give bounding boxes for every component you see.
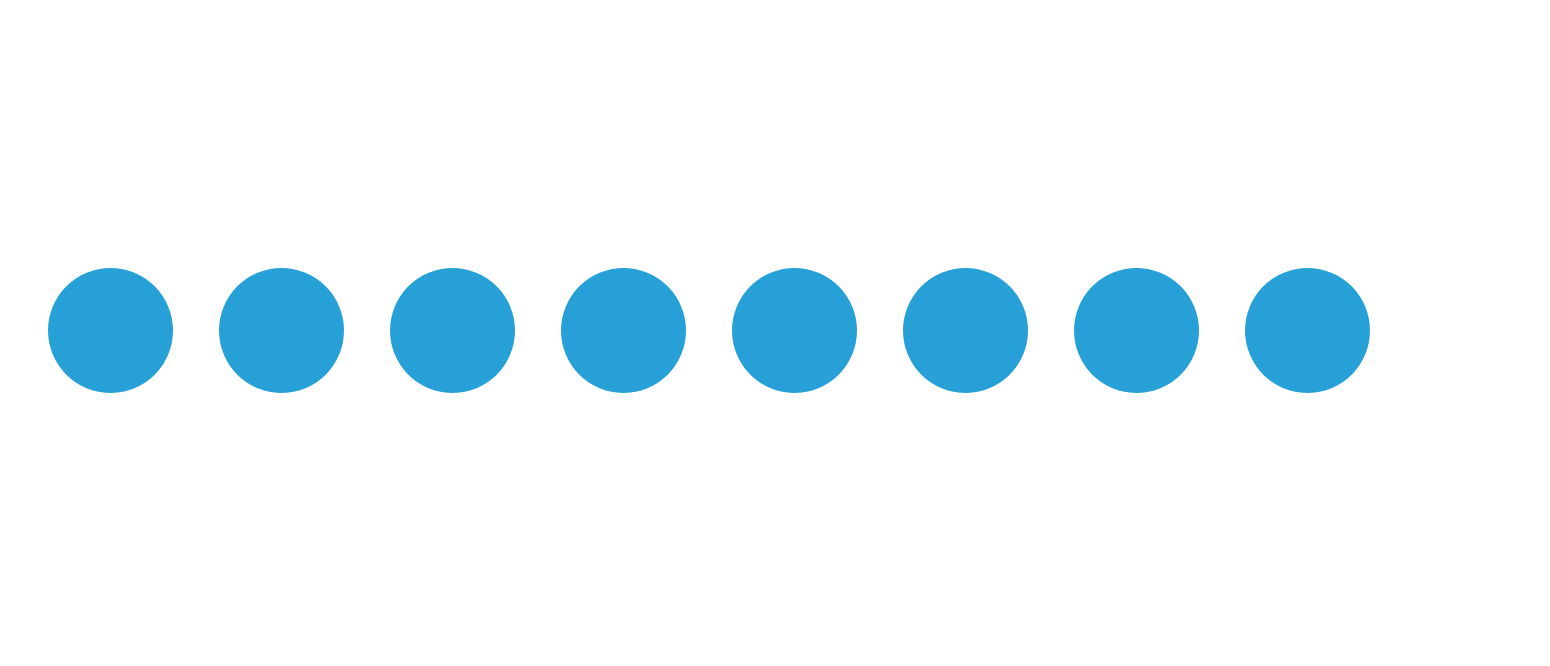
dot-loader (48, 268, 1370, 393)
loading-dot-icon (48, 268, 173, 393)
loading-dot-icon (561, 268, 686, 393)
loading-dot-icon (219, 268, 344, 393)
loading-dot-icon (732, 268, 857, 393)
loading-dot-icon (903, 268, 1028, 393)
loading-dot-icon (390, 268, 515, 393)
loading-dot-icon (1245, 268, 1370, 393)
loading-dot-icon (1074, 268, 1199, 393)
